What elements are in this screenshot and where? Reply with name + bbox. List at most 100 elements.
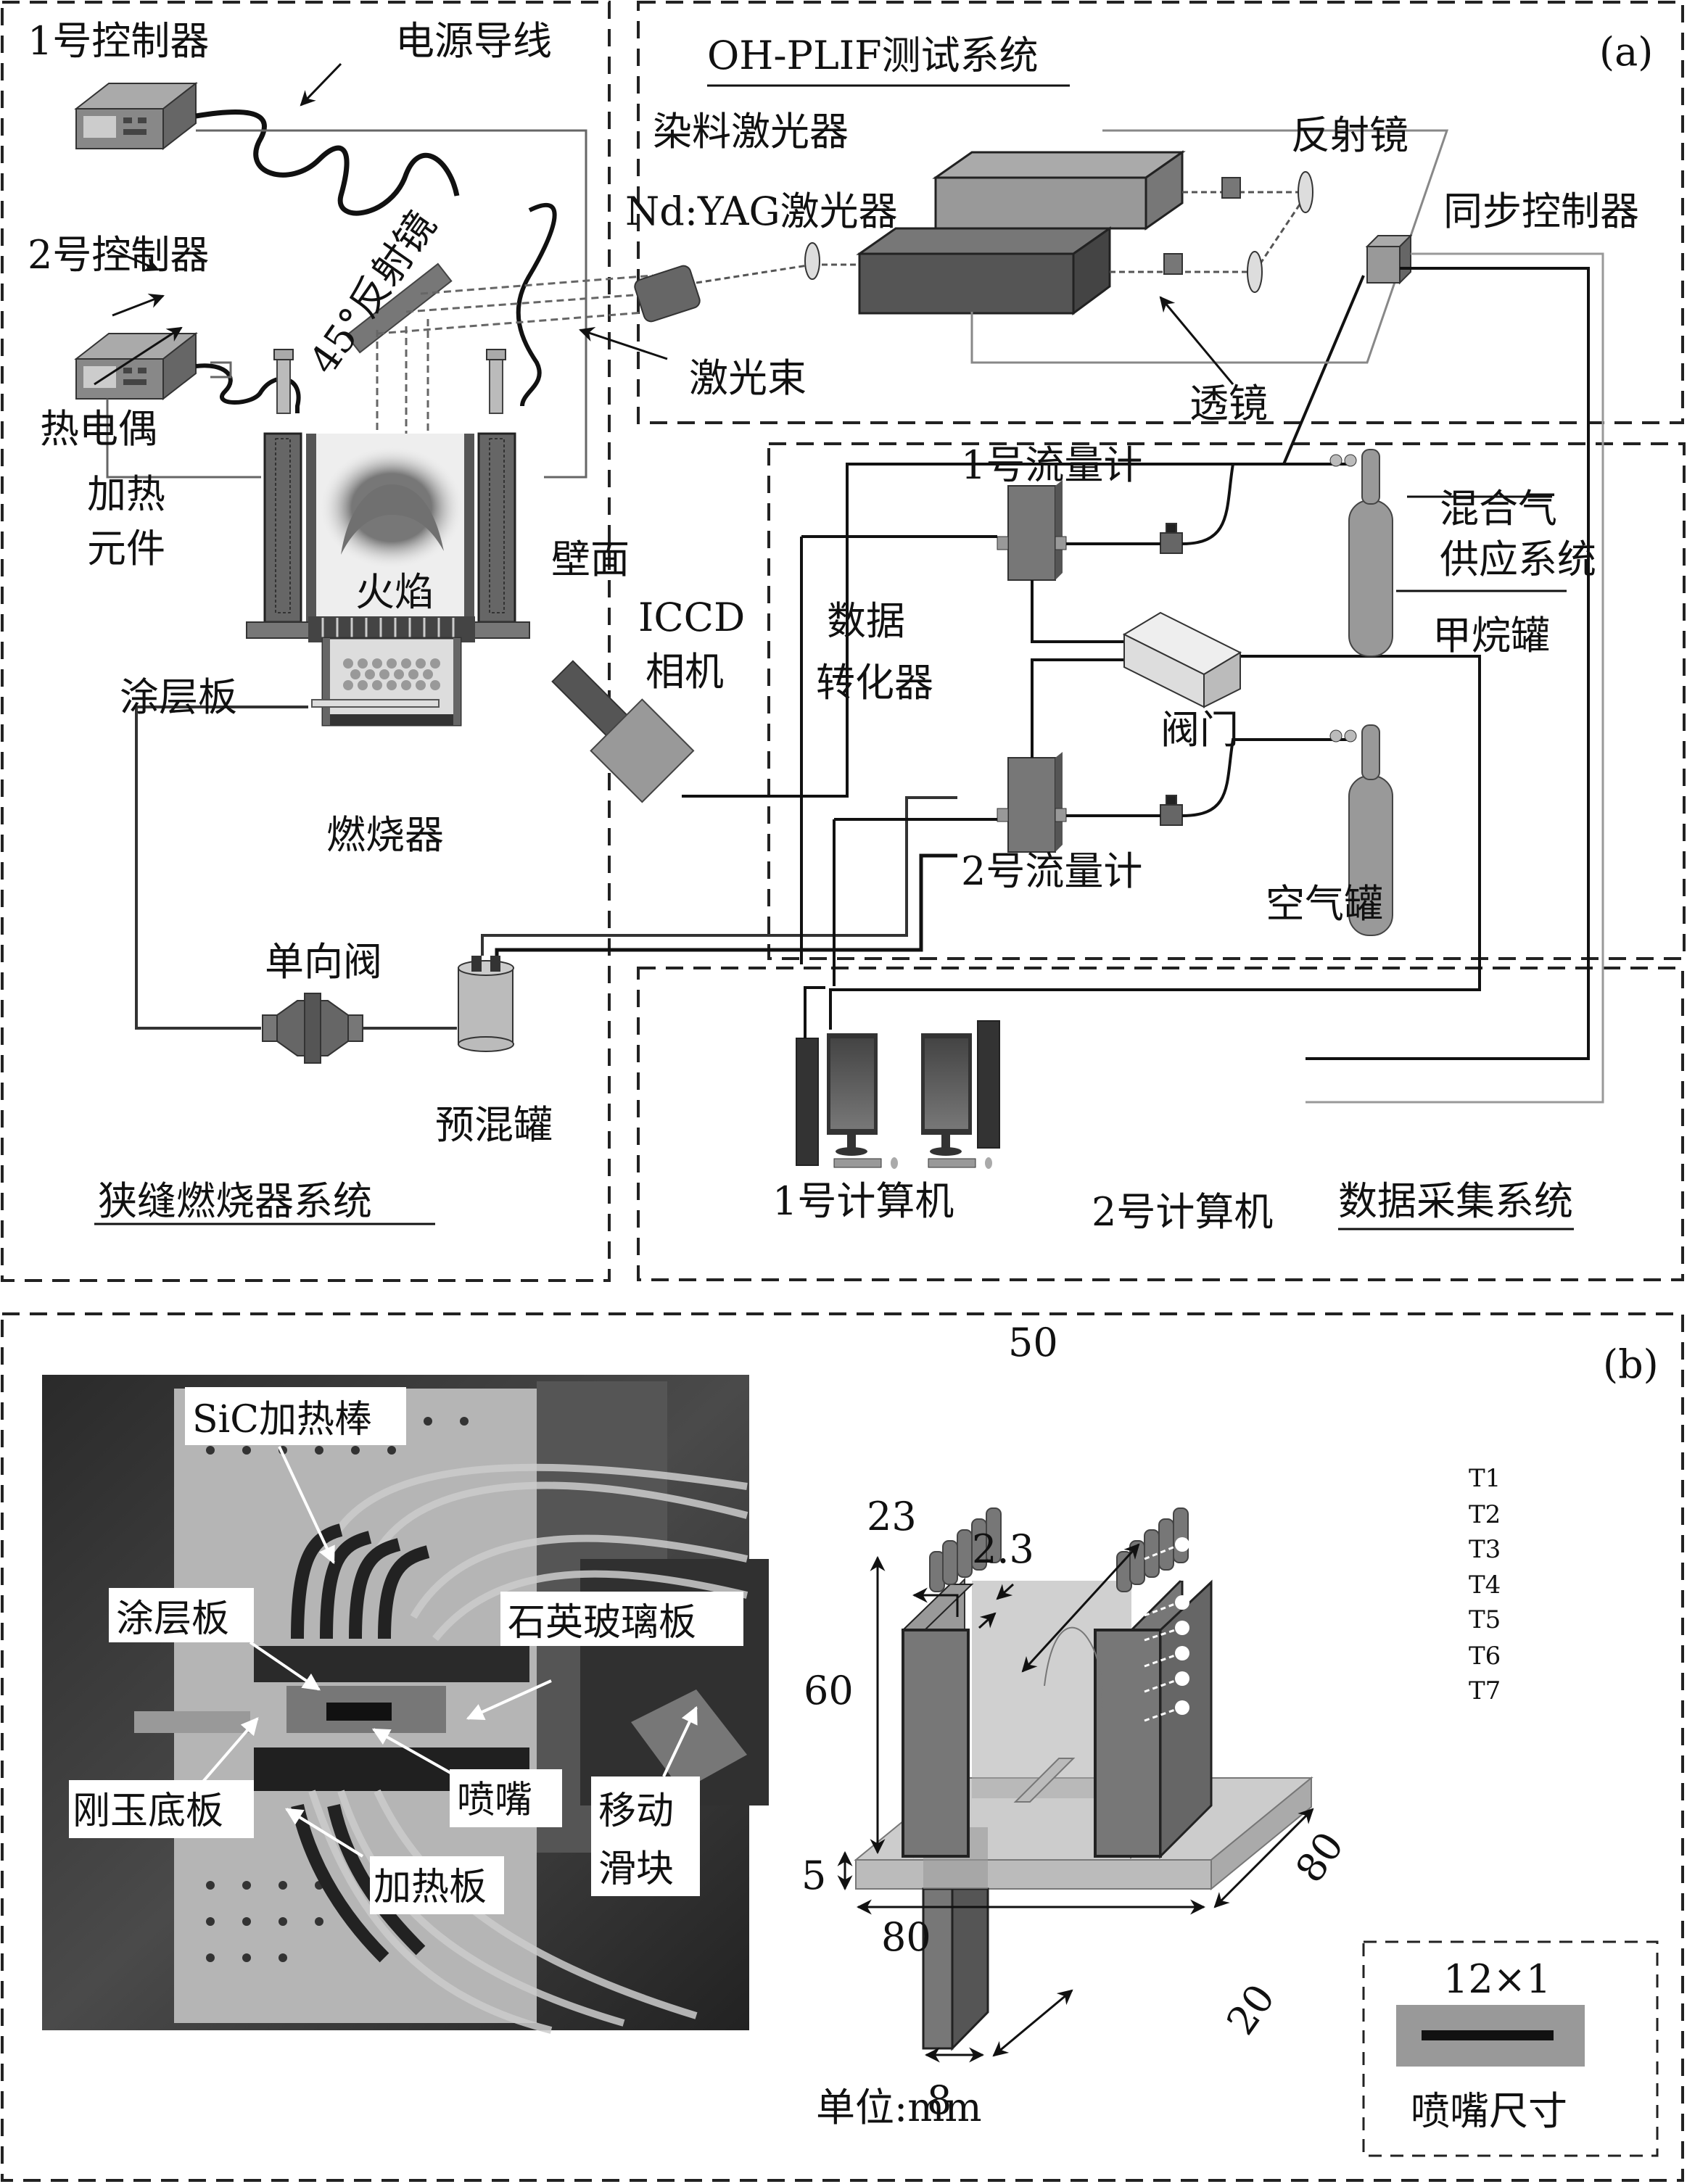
dye-laser [932,150,1186,231]
gas-system-title-line2: 供应系统 [1440,537,1596,582]
power-wire-2 [195,363,301,413]
dim-50: 50 [1008,1320,1058,1365]
thermocouple-label-t5: T5 [1469,1605,1501,1634]
mirror-45 [345,262,453,354]
wall-label: 壁面 [551,537,630,582]
burner-system-frame [1,1,611,1282]
computer-2-label: 2号计算机 [1092,1189,1273,1235]
check-valve [262,993,363,1064]
photo-arrows [187,1446,698,1858]
optical-table-outline [970,129,1449,364]
valve-label: 阀门 [1160,707,1239,753]
methane-tank-label: 甲烷罐 [1432,613,1550,658]
reflector-label: 反射镜 [1291,112,1408,158]
burner-label: 燃烧器 [326,812,444,858]
thermocouple-label-t1: T1 [1469,1464,1501,1493]
thermocouple-wire-2 [210,361,232,379]
dim-23: 23 [867,1494,917,1539]
nozzle-slot [1422,2030,1554,2040]
thermocouple-wire-3 [106,399,261,479]
air-cylinder [1329,724,1393,936]
check-valve-label: 单向阀 [265,939,382,985]
plif-system-frame [637,1,1684,424]
nozzle-inset-frame [1362,1940,1659,2157]
panel-b-labels: (b) SiC加热棒 涂层板 石英玻璃板 喷嘴 刚玉底板 移动 滑块 加热板 2… [73,1320,1659,2134]
thermocouple-label-t4: T4 [1469,1571,1501,1600]
converter-label-line2: 转化器 [816,660,933,706]
panel-b-tag: (b) [1603,1341,1659,1387]
thermocouple-label-t2: T2 [1469,1500,1501,1529]
gas-line-methane [495,853,957,956]
photo-label-boxes [69,1387,743,1914]
iccd-label-line1: ICCD [638,595,745,640]
ndyag-laser-label: Nd:YAG激光器 [625,189,898,234]
sync-controller [1365,233,1413,285]
photo-label-coated-plate: 涂层板 [116,1597,229,1641]
premix-tank-label: 预混罐 [435,1102,553,1148]
gas-line-air [481,796,957,956]
flowmeter-1-label: 1号流量计 [961,442,1142,488]
controller-1-device [74,81,198,151]
computer-1 [796,1033,898,1169]
power-wire-3 [516,203,557,407]
lens-label: 透镜 [1189,381,1268,426]
burner-3d-model [854,1507,1313,2051]
panel-b-frame [1,1312,1684,2182]
dim-60: 60 [804,1668,854,1713]
annotation-arrows-a [94,62,1234,386]
thermocouple-label-t3: T3 [1469,1535,1501,1564]
heater-label-line1: 加热 [87,471,165,517]
sync-cable-gray [1306,252,1604,1104]
burner-assembly [246,349,530,727]
nozzle-inset-caption: 喷嘴尺寸 [1411,2088,1567,2134]
photo-label-corundum-base: 刚玉底板 [73,1790,223,1833]
flowmeter-2 [997,752,1067,853]
lens-mounts [804,171,1313,293]
photo-label-slider-line1: 移动 [598,1790,674,1833]
regulator-valves [1160,523,1183,826]
power-wire-label: 电源导线 [395,18,552,64]
sync-cable-pc2 [1306,267,1590,1060]
premix-tank [458,956,514,1052]
iccd-cable [682,275,1365,798]
unit-label: 单位:mm [816,2085,982,2130]
sync-controller-label: 同步控制器 [1443,189,1639,234]
air-tank-label: 空气罐 [1266,881,1383,927]
photo-label-heating-plate: 加热板 [374,1866,487,1909]
photo-label-nozzle: 喷嘴 [457,1779,532,1822]
dim-8: 8 [927,2077,952,2123]
thermocouple-markers [1175,1537,1189,1715]
gas-system-title-line1: 混合气 [1440,486,1557,531]
flowmeter-2-label: 2号流量计 [961,848,1142,894]
heater-label-line2: 元件 [87,526,165,571]
daq-system-frame [637,967,1684,1281]
burner-feed-line [135,706,308,1030]
controller-2-label: 2号控制器 [28,232,209,278]
data-converter-device [1122,611,1242,708]
ndyag-laser [856,226,1113,315]
laser-beam-lines [376,274,653,468]
photo-label-slider-line2: 滑块 [598,1848,674,1891]
optics-path [696,191,1307,284]
dim-2-3: 2.3 [972,1526,1034,1572]
photo-label-sic-rod: SiC加热棒 [192,1398,372,1441]
dye-laser-label: 染料激光器 [653,109,849,154]
laser-source-head [634,265,701,323]
dim-5: 5 [801,1853,826,1898]
iccd-label-line2: 相机 [645,649,724,695]
nozzle-size-label: 12×1 [1443,1956,1551,2002]
flowmeter-1 [997,480,1067,581]
gas-system-frame [767,442,1686,960]
dim-20: 20 [1218,1976,1284,2043]
panel-a-tag: (a) [1599,29,1653,75]
power-wire-1 [195,109,460,216]
plif-system-title: OH-PLIF测试系统 [707,33,1039,78]
computer-1-label: 1号计算机 [772,1178,954,1224]
apparatus-photo [42,1375,769,2034]
daq-system-title: 数据采集系统 [1338,1178,1573,1224]
burner-system-title: 狭缝燃烧器系统 [98,1178,372,1224]
title-underlines [94,84,1574,1230]
thermocouple-label: 热电偶 [40,406,157,452]
dimension-arrows [837,1543,1314,2063]
